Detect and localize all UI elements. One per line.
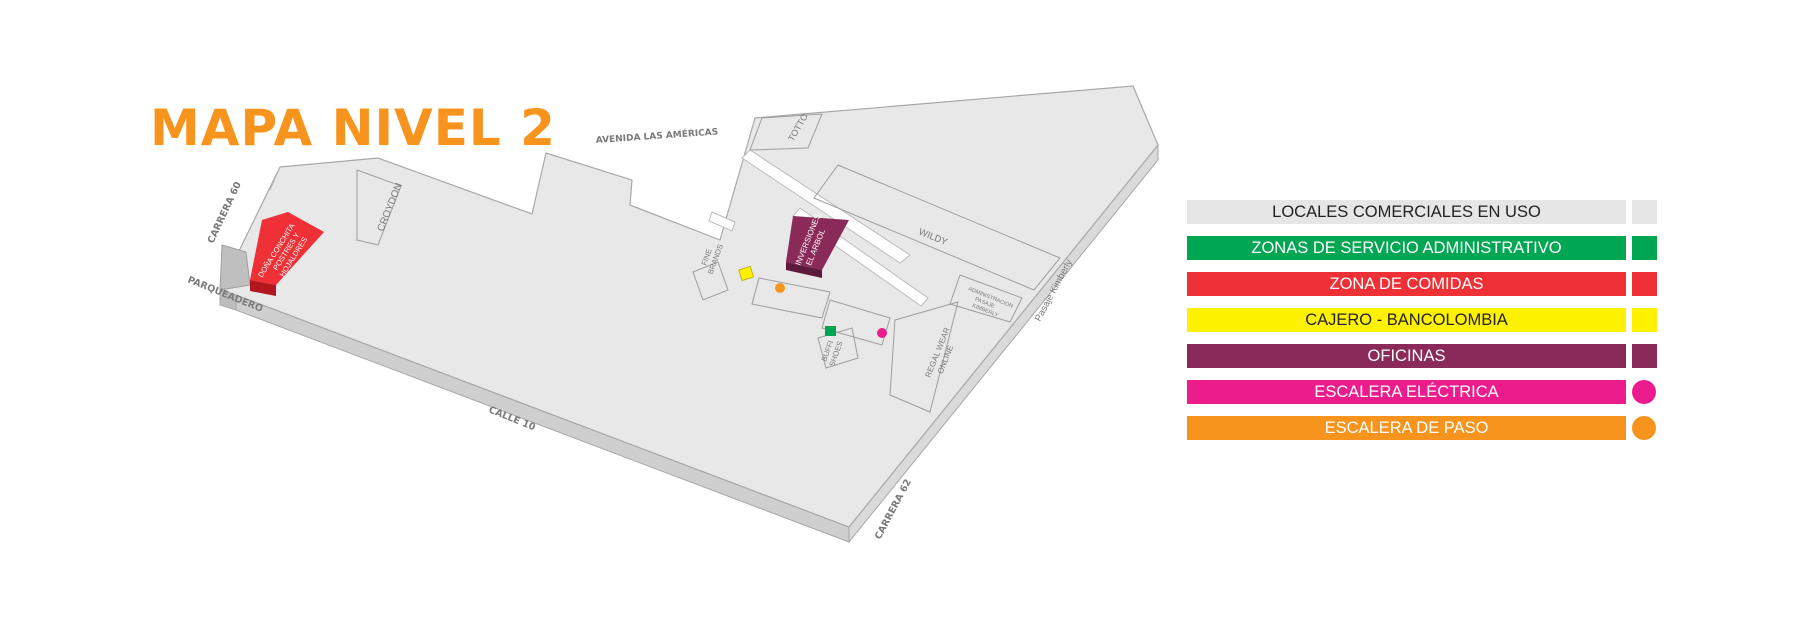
admin-service-marker[interactable]: [825, 326, 836, 336]
legend-row: LOCALES COMERCIALES EN USO: [1187, 200, 1657, 224]
legend-row: ZONA DE COMIDAS: [1187, 272, 1657, 296]
legend-label: CAJERO - BANCOLOMBIA: [1187, 308, 1626, 332]
floor-plate: [219, 85, 1159, 528]
legend-label: ESCALERA ELÉCTRICA: [1187, 380, 1626, 404]
stairs-marker[interactable]: [775, 283, 785, 293]
legend-swatch: [1632, 272, 1657, 296]
legend-swatch: [1632, 380, 1656, 404]
legend-label: ESCALERA DE PASO: [1187, 416, 1626, 440]
legend-label: OFICINAS: [1187, 344, 1626, 368]
parking-area: [219, 244, 251, 291]
legend-swatch: [1632, 200, 1657, 224]
store-croydon-outline: [356, 169, 402, 246]
store-regal-wear-outline: [889, 301, 959, 413]
store-dona-conchita[interactable]: [250, 212, 324, 285]
atm-bancolombia-marker[interactable]: [738, 265, 755, 282]
legend-label: ZONA DE COMIDAS: [1187, 272, 1626, 296]
map-legend: LOCALES COMERCIALES EN USO ZONAS DE SERVI…: [1187, 200, 1657, 452]
legend-row: OFICINAS: [1187, 344, 1657, 368]
store-administracion-outline: [949, 274, 1023, 323]
street-avenida: AVENIDA LAS AMÉRICAS: [595, 125, 718, 146]
legend-swatch: [1632, 344, 1657, 368]
legend-swatch: [1632, 416, 1656, 440]
corridor: [741, 149, 911, 264]
store-inversiones[interactable]: [786, 216, 849, 270]
legend-label: LOCALES COMERCIALES EN USO: [1187, 200, 1626, 224]
street-carrera-60: CARRERA 60: [206, 180, 244, 245]
store-totto-outline: [749, 113, 823, 151]
escalator-marker[interactable]: [877, 328, 887, 338]
legend-row: ESCALERA ELÉCTRICA: [1187, 380, 1657, 404]
legend-row: ESCALERA DE PASO: [1187, 416, 1657, 440]
map-title: MAPA NIVEL 2: [150, 99, 556, 157]
store-buffi-shoes-outline: [817, 327, 859, 369]
legend-swatch: [1632, 236, 1657, 260]
store-wildy-outline: [813, 164, 1061, 291]
legend-row: CAJERO - BANCOLOMBIA: [1187, 308, 1657, 332]
store-fine-brands-outline: [692, 261, 729, 301]
legend-swatch: [1632, 308, 1657, 332]
legend-row: ZONAS DE SERVICIO ADMINISTRATIVO: [1187, 236, 1657, 260]
legend-label: ZONAS DE SERVICIO ADMINISTRATIVO: [1187, 236, 1626, 260]
